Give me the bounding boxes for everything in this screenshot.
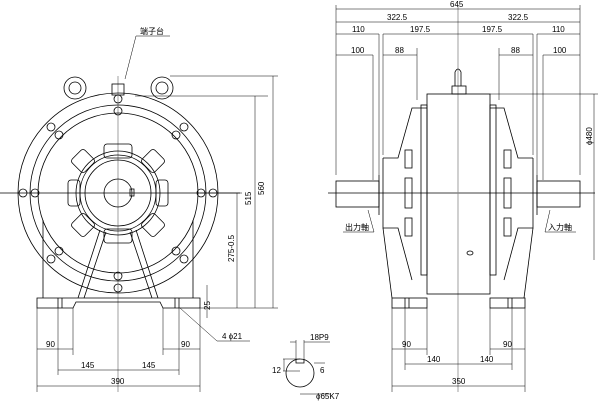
shaft-diameter: ϕ65K7 <box>316 392 340 401</box>
terminal-box-label: 端子台 <box>140 26 164 36</box>
dim-foot-left: 90 <box>46 340 55 349</box>
dim-hole-left: 140 <box>427 355 441 364</box>
dim-width: 390 <box>111 377 125 386</box>
dim-diameter: ϕ480 <box>585 127 594 145</box>
base-plate <box>36 297 201 309</box>
dim-515: 515 <box>244 191 253 205</box>
dim-645: 645 <box>450 0 464 9</box>
dim-hole-left: 145 <box>81 361 95 370</box>
eye-bolts <box>63 76 174 100</box>
dim-88-left: 88 <box>395 46 404 55</box>
dim-322-left: 322.5 <box>387 13 408 22</box>
dim-100-left: 100 <box>351 46 365 55</box>
dim-hole-right: 140 <box>480 355 494 364</box>
dim-560: 560 <box>257 181 266 195</box>
dim-foot-left: 90 <box>402 340 411 349</box>
key-width: 18P9 <box>310 333 329 342</box>
key-depth: 6 <box>320 366 325 375</box>
side-view: 645 322.5 322.5 110 197.5 197.5 110 100 … <box>328 0 598 392</box>
vent-slots <box>67 143 169 244</box>
terminal-box <box>111 83 125 96</box>
front-view: 560 515 275-0.5 25 端子台 4 ϕ21 90 90 145 1… <box>0 26 278 392</box>
output-shaft-label: 出力軸 <box>345 222 369 232</box>
dim-holes: 4 ϕ21 <box>222 332 243 341</box>
dim-foot-right: 90 <box>503 340 512 349</box>
dim-322-right: 322.5 <box>508 13 529 22</box>
dim-197-right: 197.5 <box>482 25 503 34</box>
input-shaft-label: 入力軸 <box>548 222 572 232</box>
gear-case <box>426 93 491 295</box>
dim-width: 350 <box>452 377 466 386</box>
dim-110-right: 110 <box>552 25 565 34</box>
key-height: 12 <box>272 366 281 375</box>
dim-hole-right: 145 <box>142 361 156 370</box>
shaft-key-detail: 18P9 6 12 ϕ65K7 <box>272 333 340 401</box>
dim-88-right: 88 <box>511 46 520 55</box>
dim-275: 275-0.5 <box>227 234 236 262</box>
input-shaft <box>536 180 581 208</box>
output-shaft <box>335 180 380 208</box>
dim-100-right: 100 <box>553 46 567 55</box>
dim-197-left: 197.5 <box>410 25 431 34</box>
dim-25: 25 <box>203 301 212 310</box>
side-ribs <box>404 104 512 276</box>
dim-110-left: 110 <box>352 25 365 34</box>
dim-foot-right: 90 <box>181 340 190 349</box>
